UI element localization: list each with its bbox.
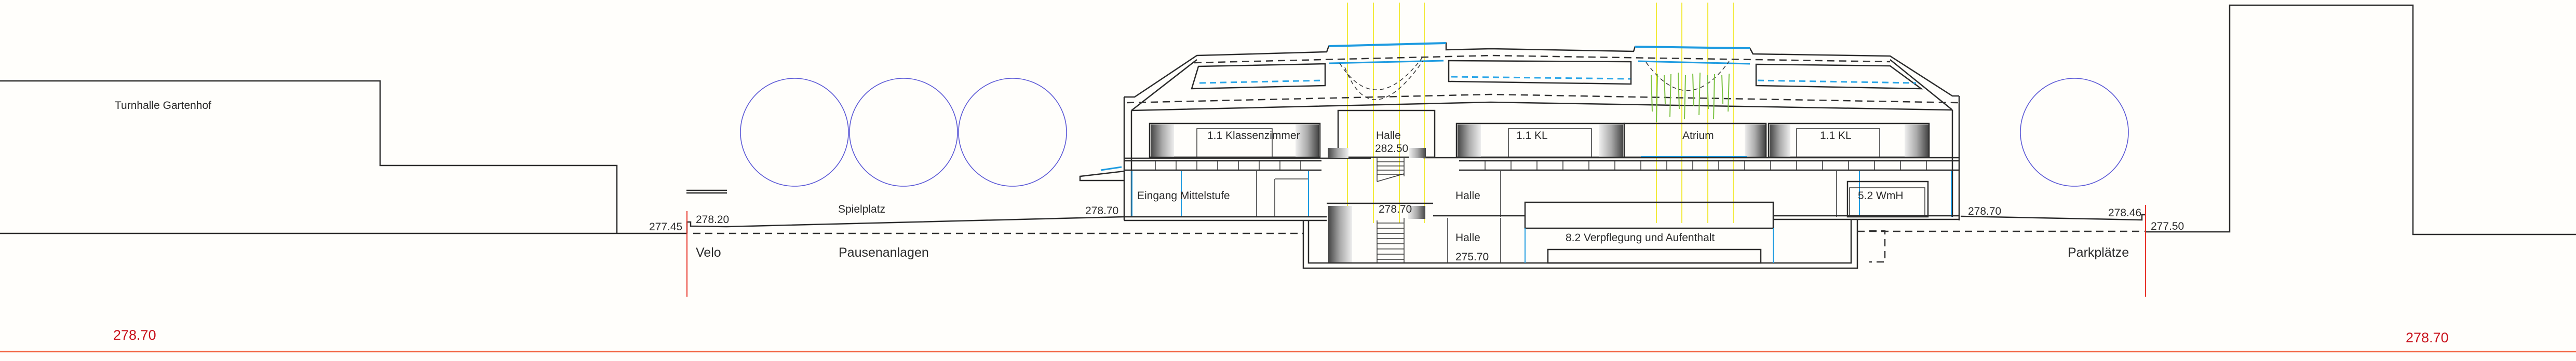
room-hall-basement: Halle — [1455, 232, 1480, 244]
room-hall-upper: Halle — [1376, 130, 1401, 142]
label-spielplatz: Spielplatz — [838, 203, 885, 215]
turnhalle-label: Turnhalle Gartenhof — [115, 100, 211, 112]
atrium-plants — [1651, 72, 1730, 122]
basement-outline — [1302, 219, 1858, 269]
room-canteen: 8.2 Verpflegung und Aufenthalt — [1566, 232, 1715, 244]
skylight-right — [1635, 46, 1750, 49]
room-kl-middle: 1.1 KL — [1516, 130, 1548, 142]
elevation-left-ground: 277.45 — [649, 221, 682, 233]
tree-icon — [849, 78, 958, 187]
elevation-entrance-right: 278.70 — [1968, 205, 2001, 217]
room-wmh: 5.2 WmH — [1858, 190, 1904, 202]
skylight-left — [1328, 42, 1447, 47]
room-entrance: Eingang Mittelstufe — [1137, 190, 1230, 202]
elevation-left-step: 278.20 — [696, 214, 729, 226]
turnhalle-building: Turnhalle Gartenhof — [0, 80, 618, 233]
trees — [740, 78, 2129, 187]
elevation-basement: 275.70 — [1455, 251, 1489, 263]
reference-level-left: 278.70 — [113, 327, 156, 343]
elevation-entrance-left: 278.70 — [1085, 205, 1118, 217]
label-parkplaetze: Parkplätze — [2068, 245, 2129, 260]
floor-slab — [1124, 157, 1959, 171]
tree-icon — [2020, 78, 2129, 187]
room-hall-ground: Halle — [1455, 190, 1480, 202]
label-velo: Velo — [696, 245, 721, 260]
terrain — [0, 4, 2576, 353]
room-atrium: Atrium — [1682, 130, 1714, 142]
elevation-ground-floor: 278.70 — [1379, 203, 1412, 215]
daylight-rays — [1347, 3, 1734, 223]
reference-level-right: 278.70 — [2406, 330, 2449, 345]
elevation-upper-floor: 282.50 — [1375, 143, 1408, 155]
room-kl-right: 1.1 KL — [1820, 130, 1852, 142]
elevation-right-step: 278.46 — [2108, 207, 2141, 219]
tree-icon — [958, 78, 1067, 187]
roof-outline — [1124, 42, 1959, 98]
elevation-right-ground: 277.50 — [2151, 220, 2184, 232]
room-classroom-left: 1.1 Klassenzimmer — [1207, 130, 1300, 142]
school-building: 1.1 Klassenzimmer Halle 1.1 KL Atrium 1.… — [1079, 3, 1960, 269]
staircase — [1377, 158, 1405, 263]
label-pausenanlagen: Pausenanlagen — [839, 245, 929, 260]
tree-icon — [740, 78, 849, 187]
